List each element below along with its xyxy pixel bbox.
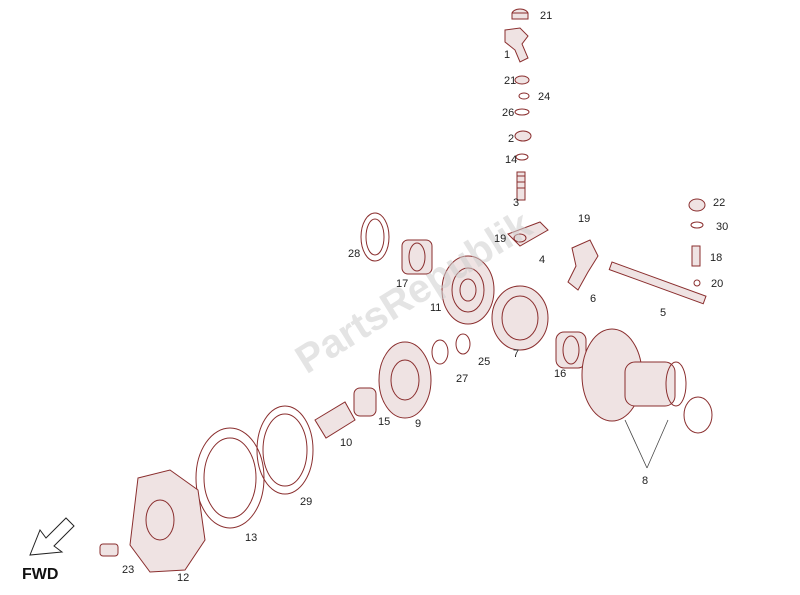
callout-10: 10 [340,437,353,449]
callout-17: 17 [396,278,409,290]
gasket-13-inner [203,437,257,519]
shift-stack [504,8,549,247]
callout-25: 25 [478,356,491,368]
shim-29 [256,405,314,495]
callout-24: 24 [538,91,551,103]
callout-15: 15 [378,416,391,428]
washer-27 [431,339,449,365]
callout-22: 22 [713,197,726,209]
leader-8b [646,419,669,469]
callout-12: 12 [177,572,190,584]
callout-29: 29 [300,496,313,508]
callout-5: 5 [660,307,667,319]
callout-18: 18 [710,252,723,264]
callout-26: 26 [502,107,515,119]
callout-3: 3 [513,197,520,209]
callout-9: 9 [415,418,422,430]
left-bearing-group [360,212,433,275]
bevel-gear [441,255,495,325]
gasket-13 [195,427,265,529]
bearing-15 [353,387,377,417]
callout-19a: 19 [578,213,591,225]
callout-16: 16 [554,368,567,380]
shaft-10 [314,401,356,439]
shim-29-inner [262,413,308,487]
bearing-16 [555,331,587,369]
washer-25 [455,333,471,355]
callout-27: 27 [456,373,469,385]
fwd-arrow-icon [29,517,75,556]
callout-28: 28 [348,248,361,260]
shift-sleeve [491,285,549,351]
ring-gear-assembly [581,328,713,434]
direction-label: FWD [22,566,59,583]
callout-14: 14 [505,154,518,166]
callout-11: 11 [430,302,442,314]
leader-8a [624,419,648,469]
callout-2: 2 [508,133,515,145]
callout-21b: 21 [504,75,517,87]
callout-13: 13 [245,532,258,544]
cover-12 [129,469,206,573]
shift-fork-assembly [567,198,707,305]
callout-30: 30 [716,221,729,233]
callout-19b: 19 [494,233,507,245]
callout-8: 8 [642,475,649,487]
callout-20: 20 [711,278,724,290]
callout-21a: 21 [540,10,553,22]
callout-6: 6 [590,293,597,305]
callout-1: 1 [504,49,511,61]
bolt-23 [99,543,119,557]
callout-7: 7 [513,348,520,360]
gear-9 [378,341,432,419]
callout-4: 4 [539,254,546,266]
callout-23: 23 [122,564,135,576]
